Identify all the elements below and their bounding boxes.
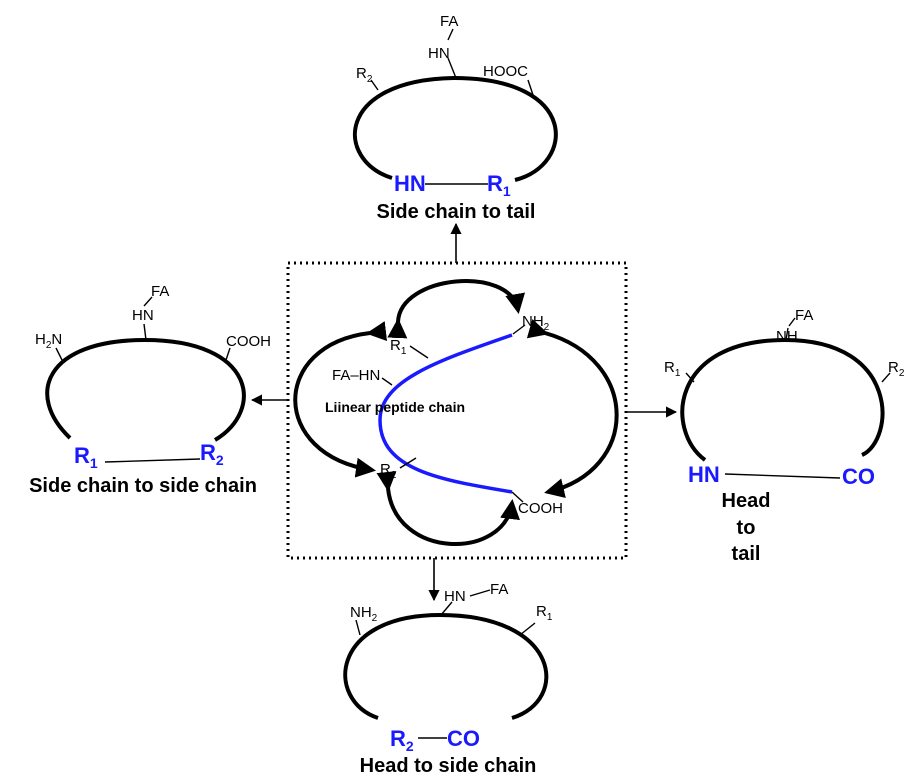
left-ring-group: HN FA H2N COOH R1 R2 Side chain to side …	[29, 283, 271, 497]
arrow-bottom-arc	[376, 471, 520, 546]
arrow-left-arc	[293, 321, 388, 478]
top-caption: Side chain to tail	[377, 201, 536, 223]
right-caption-line1: Head	[722, 490, 771, 512]
left-caption: Side chain to side chain	[29, 475, 257, 497]
top-ring-group: HN FA R2 HOOC HN R1 Side chain to tail	[352, 13, 558, 223]
top-hooc-label: HOOC	[483, 63, 528, 80]
left-r2-link: R2	[200, 440, 224, 468]
left-fa-label: FA	[151, 283, 169, 300]
center-fa-hn-label: FA–HN	[332, 367, 380, 384]
bottom-r1-label: R1	[536, 603, 553, 623]
left-h2n-label: H2N	[35, 331, 62, 351]
arrow-r1-nh2-arc	[387, 279, 526, 339]
right-r2-label: R2	[888, 359, 905, 379]
right-fa-label: FA	[795, 307, 813, 324]
top-r1-link: R1	[487, 171, 511, 199]
center-title: Liinear peptide chain	[325, 399, 465, 415]
left-cooh-label: COOH	[226, 333, 271, 350]
center-r2-label: R2	[380, 461, 397, 481]
left-r1-link: R1	[74, 443, 98, 471]
right-hn-link: HN	[688, 462, 720, 487]
bottom-r2-link: R2	[390, 726, 414, 754]
bottom-hn-label: HN	[444, 588, 466, 605]
center-dotted-box	[286, 261, 628, 560]
right-ring-group: NH FA R1 R2 HN CO Head to tail	[664, 307, 905, 565]
top-r2-label: R2	[356, 65, 373, 85]
right-r1-label: R1	[664, 359, 681, 379]
right-nh-label: NH	[776, 328, 798, 345]
center-r1-label: R1	[390, 337, 407, 357]
arrow-right-arc	[526, 318, 619, 498]
bottom-fa-label: FA	[490, 581, 508, 598]
center-cooh-label: COOH	[518, 500, 563, 517]
top-fa-label: FA	[440, 13, 458, 30]
center-nh2-label: NH2	[522, 313, 550, 333]
bottom-ring-group: HN FA NH2 R1 R2 CO Head to side chain	[343, 581, 553, 776]
bottom-nh2-label: NH2	[350, 604, 378, 624]
right-caption-line3: tail	[732, 543, 761, 565]
left-hn-label: HN	[132, 307, 154, 324]
bottom-caption: Head to side chain	[360, 755, 537, 776]
right-caption-line2: to	[737, 517, 756, 539]
top-hn-link: HN	[394, 171, 426, 196]
right-co-link: CO	[842, 464, 875, 489]
top-hn-label: HN	[428, 45, 450, 62]
bottom-co-link: CO	[447, 726, 480, 751]
